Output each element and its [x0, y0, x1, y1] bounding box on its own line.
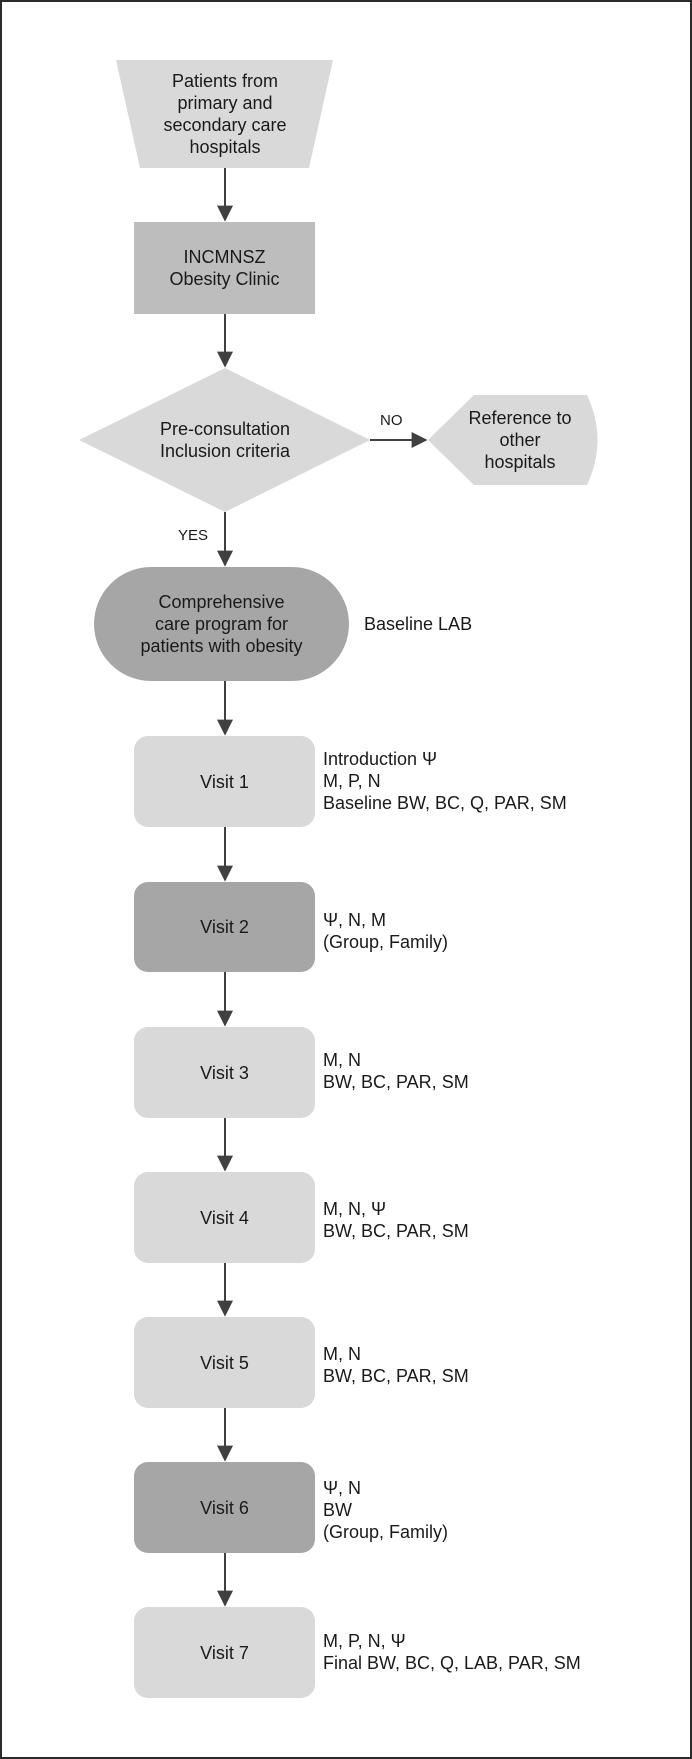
visit-note-line: Final BW, BC, Q, LAB, PAR, SM: [323, 1653, 581, 1673]
visit-note-line: (Group, Family): [323, 932, 449, 952]
visit-note-line: Ψ, N, M: [323, 910, 387, 930]
reference-line: Reference to: [468, 408, 572, 428]
visit-3-label: Visit 3: [200, 1062, 249, 1083]
reference-node: Reference to other hospitals: [440, 395, 600, 485]
source-node: Patients from primary and secondary care…: [120, 60, 330, 168]
clinic-node: INCMNSZ Obesity Clinic: [134, 222, 315, 314]
visit-1-label: Visit 1: [200, 771, 249, 792]
source-shape: [116, 60, 333, 168]
edge-label-yes: YES: [178, 527, 209, 544]
program-shape: [94, 567, 349, 681]
decision-line: Inclusion criteria: [159, 441, 291, 461]
visit-note-line: Introduction Ψ: [323, 749, 438, 769]
clinic-shape: [134, 222, 315, 314]
edge-label-no: NO: [380, 412, 403, 429]
visit-3-shape: [134, 1027, 315, 1118]
visit-6-label: Visit 6: [200, 1497, 249, 1518]
visit-note-line: Baseline BW, BC, Q, PAR, SM: [323, 793, 567, 813]
visit-note-line: BW, BC, PAR, SM: [323, 1366, 469, 1386]
visit-4-notes: M, N, Ψ BW, BC, PAR, SM: [323, 1198, 469, 1242]
visit-4-shape: [134, 1172, 315, 1263]
source-line: Patients from: [171, 71, 279, 91]
source-line: hospitals: [189, 137, 261, 157]
visit-2-notes: Ψ, N, M (Group, Family): [323, 909, 448, 953]
visit-note-line: BW, BC, PAR, SM: [323, 1072, 469, 1092]
visit-note-line: BW: [323, 1500, 352, 1520]
visit-note-line: Ψ, N: [323, 1478, 362, 1498]
clinic-line: Obesity Clinic: [169, 269, 280, 289]
source-line: primary and: [177, 93, 273, 113]
visit-2-shape: [134, 882, 315, 972]
visit-7-notes: M, P, N, Ψ Final BW, BC, Q, LAB, PAR, SM: [323, 1630, 581, 1674]
visit-1-notes: Introduction Ψ M, P, N Baseline BW, BC, …: [323, 748, 567, 814]
decision-node: Pre-consultation Inclusion criteria: [110, 410, 340, 470]
reference-line: hospitals: [484, 452, 556, 472]
program-line: patients with obesity: [140, 636, 303, 656]
visit-1-shape: [134, 736, 315, 827]
visit-5-label: Visit 5: [200, 1352, 249, 1373]
program-line: care program for: [154, 614, 289, 634]
visit-note-line: M, P, N: [323, 771, 381, 791]
visit-note-line: M, N, Ψ: [323, 1199, 387, 1219]
decision-shape: [79, 368, 370, 512]
reference-shape: [428, 395, 598, 485]
visit-3-notes: M, N BW, BC, PAR, SM: [323, 1049, 469, 1093]
decision-line: Pre-consultation: [159, 419, 291, 439]
visit-note-line: M, N: [323, 1050, 361, 1070]
reference-line: other: [499, 430, 541, 450]
program-node: Comprehensive care program for patients …: [94, 567, 349, 681]
visit-note-line: M, N: [323, 1344, 361, 1364]
clinic-line: INCMNSZ: [183, 247, 266, 267]
visit-7-label: Visit 7: [200, 1642, 249, 1663]
source-line: secondary care: [163, 115, 287, 135]
visit-6-shape: [134, 1462, 315, 1553]
program-line: Comprehensive: [158, 592, 285, 612]
visit-7-shape: [134, 1607, 315, 1698]
visit-note-line: BW, BC, PAR, SM: [323, 1221, 469, 1241]
visit-note-line: (Group, Family): [323, 1522, 449, 1542]
visit-note-line: M, P, N, Ψ: [323, 1631, 406, 1651]
visit-5-shape: [134, 1317, 315, 1408]
visit-4-label: Visit 4: [200, 1207, 249, 1228]
visit-5-notes: M, N BW, BC, PAR, SM: [323, 1343, 469, 1387]
visit-2-label: Visit 2: [200, 917, 249, 937]
baseline-note: Baseline LAB: [364, 614, 473, 634]
visit-6-notes: Ψ, N BW (Group, Family): [323, 1477, 448, 1543]
